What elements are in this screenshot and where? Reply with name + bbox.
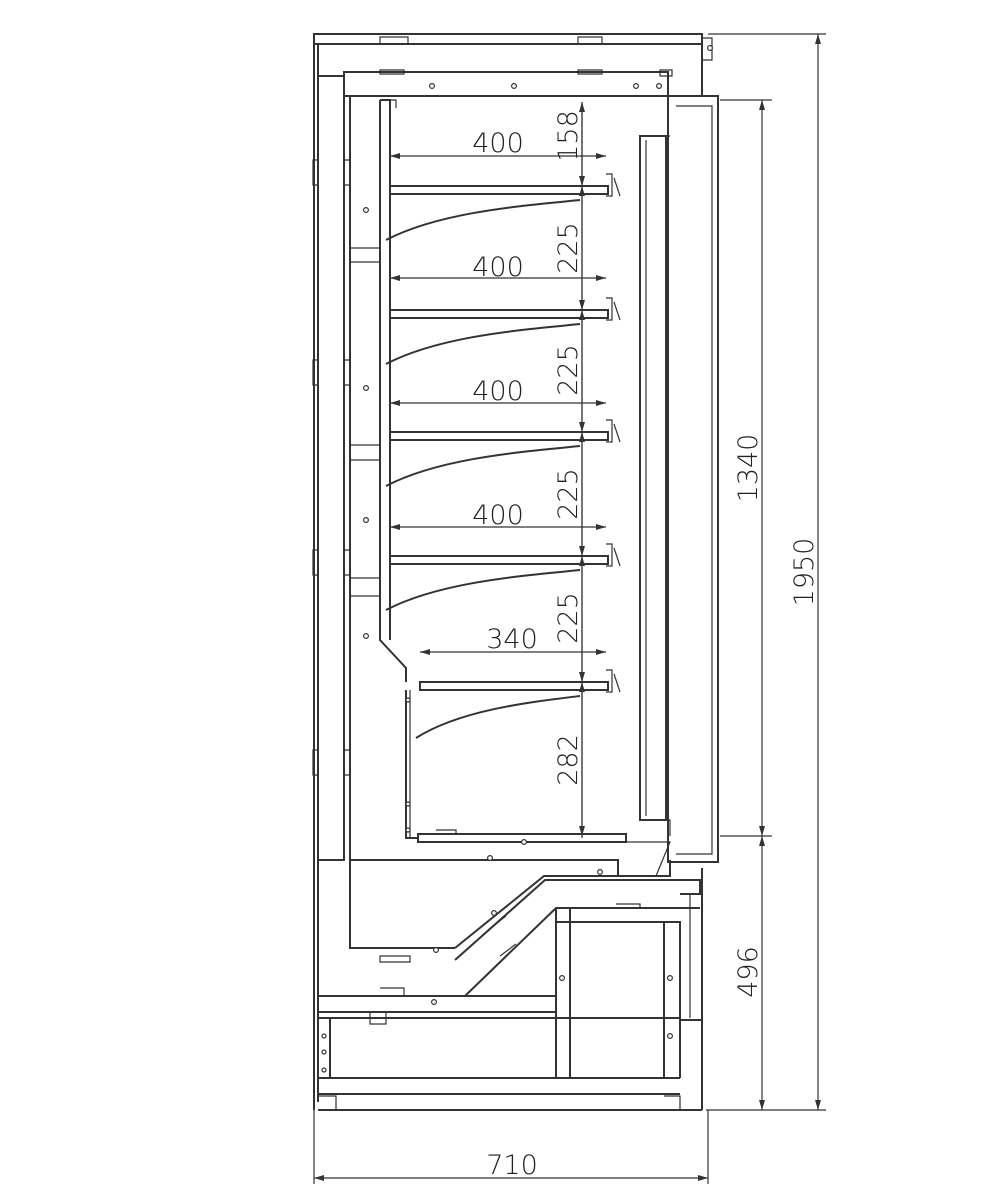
shelves (385, 173, 621, 739)
dimension-labels: 400 400 400 400 340 158 225 225 225 225 … (472, 110, 820, 1181)
spacing-5-label: 225 (553, 592, 584, 644)
shelf-2 (385, 297, 621, 365)
spacing-2-label: 225 (553, 222, 584, 274)
shelf-1-depth-label: 400 (472, 128, 524, 159)
shelf-1 (385, 173, 621, 241)
dimension-lines (313, 33, 826, 1184)
shelf-5 (415, 669, 621, 739)
spacing-3-label: 225 (553, 344, 584, 396)
shelf-3-depth-label: 400 (472, 376, 524, 407)
shelf-4-depth-label: 400 (472, 500, 524, 531)
shelf-4 (385, 543, 621, 611)
spacing-4-label: 225 (553, 468, 584, 520)
base-height-label: 496 (733, 946, 764, 998)
shelf-3 (385, 419, 621, 487)
front-profile (639, 95, 719, 863)
shelf-5-depth-label: 340 (486, 624, 538, 655)
spacing-6-label: 282 (553, 734, 584, 786)
shelf-2-depth-label: 400 (472, 252, 524, 283)
total-height-label: 1950 (789, 538, 820, 607)
spacing-1-label: 158 (553, 110, 584, 162)
total-depth-label: 710 (486, 1150, 538, 1181)
cabinet-outline (312, 33, 713, 1111)
opening-height-label: 1340 (733, 434, 764, 503)
